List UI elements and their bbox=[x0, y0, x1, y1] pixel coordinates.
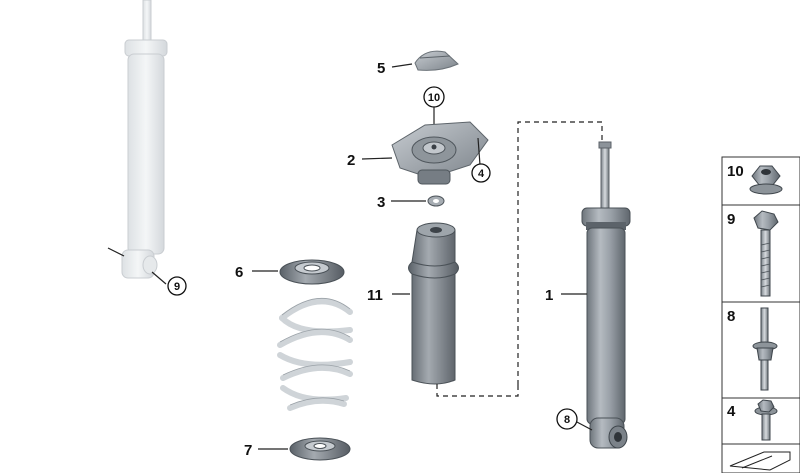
coil-spring-outline bbox=[279, 297, 351, 406]
sidebar-item-9: 9 bbox=[727, 210, 779, 297]
washer-part: 3 bbox=[377, 194, 445, 211]
arrow-icon bbox=[729, 451, 791, 471]
svg-text:8: 8 bbox=[727, 308, 735, 325]
svg-text:4: 4 bbox=[727, 403, 736, 420]
sidebar-item-8: 8 bbox=[727, 307, 778, 391]
dust-cap-part: 5 bbox=[377, 50, 459, 77]
svg-text:10: 10 bbox=[727, 163, 744, 180]
svg-text:1: 1 bbox=[545, 287, 553, 304]
callout-9-ghost: 9 bbox=[167, 276, 187, 296]
svg-text:4: 4 bbox=[478, 168, 485, 180]
svg-text:6: 6 bbox=[235, 264, 243, 281]
lower-spring-seat-part: 7 bbox=[244, 437, 351, 461]
svg-text:3: 3 bbox=[377, 194, 385, 211]
top-mount-part: 2 bbox=[347, 121, 489, 185]
spring-upper-seat-part: 6 bbox=[235, 259, 345, 285]
flange-bolt-icon bbox=[754, 399, 778, 441]
svg-text:9: 9 bbox=[174, 281, 180, 293]
svg-text:2: 2 bbox=[347, 152, 355, 169]
parts-sidebar: 10 9 8 4 bbox=[721, 156, 800, 473]
bump-stop-part: 11 bbox=[367, 222, 459, 385]
svg-text:9: 9 bbox=[727, 211, 735, 228]
svg-text:10: 10 bbox=[428, 92, 440, 104]
coil-spring bbox=[277, 298, 353, 411]
sidebar-item-4: 4 bbox=[727, 399, 778, 441]
flange-nut-icon bbox=[749, 165, 783, 195]
hex-bolt-icon bbox=[753, 210, 779, 297]
callout-4-mount: 4 bbox=[471, 163, 491, 183]
stud-bolt-icon bbox=[752, 307, 778, 391]
svg-text:7: 7 bbox=[244, 442, 252, 459]
callout-8-shock: 8 bbox=[556, 408, 578, 430]
svg-text:8: 8 bbox=[564, 414, 570, 426]
svg-text:11: 11 bbox=[367, 287, 383, 304]
shock-absorber-part: 1 bbox=[545, 141, 631, 449]
sidebar-item-10: 10 bbox=[727, 163, 783, 195]
callout-10-mount: 10 bbox=[423, 86, 445, 138]
ghost-shock-absorber bbox=[107, 0, 168, 285]
svg-text:5: 5 bbox=[377, 60, 385, 77]
